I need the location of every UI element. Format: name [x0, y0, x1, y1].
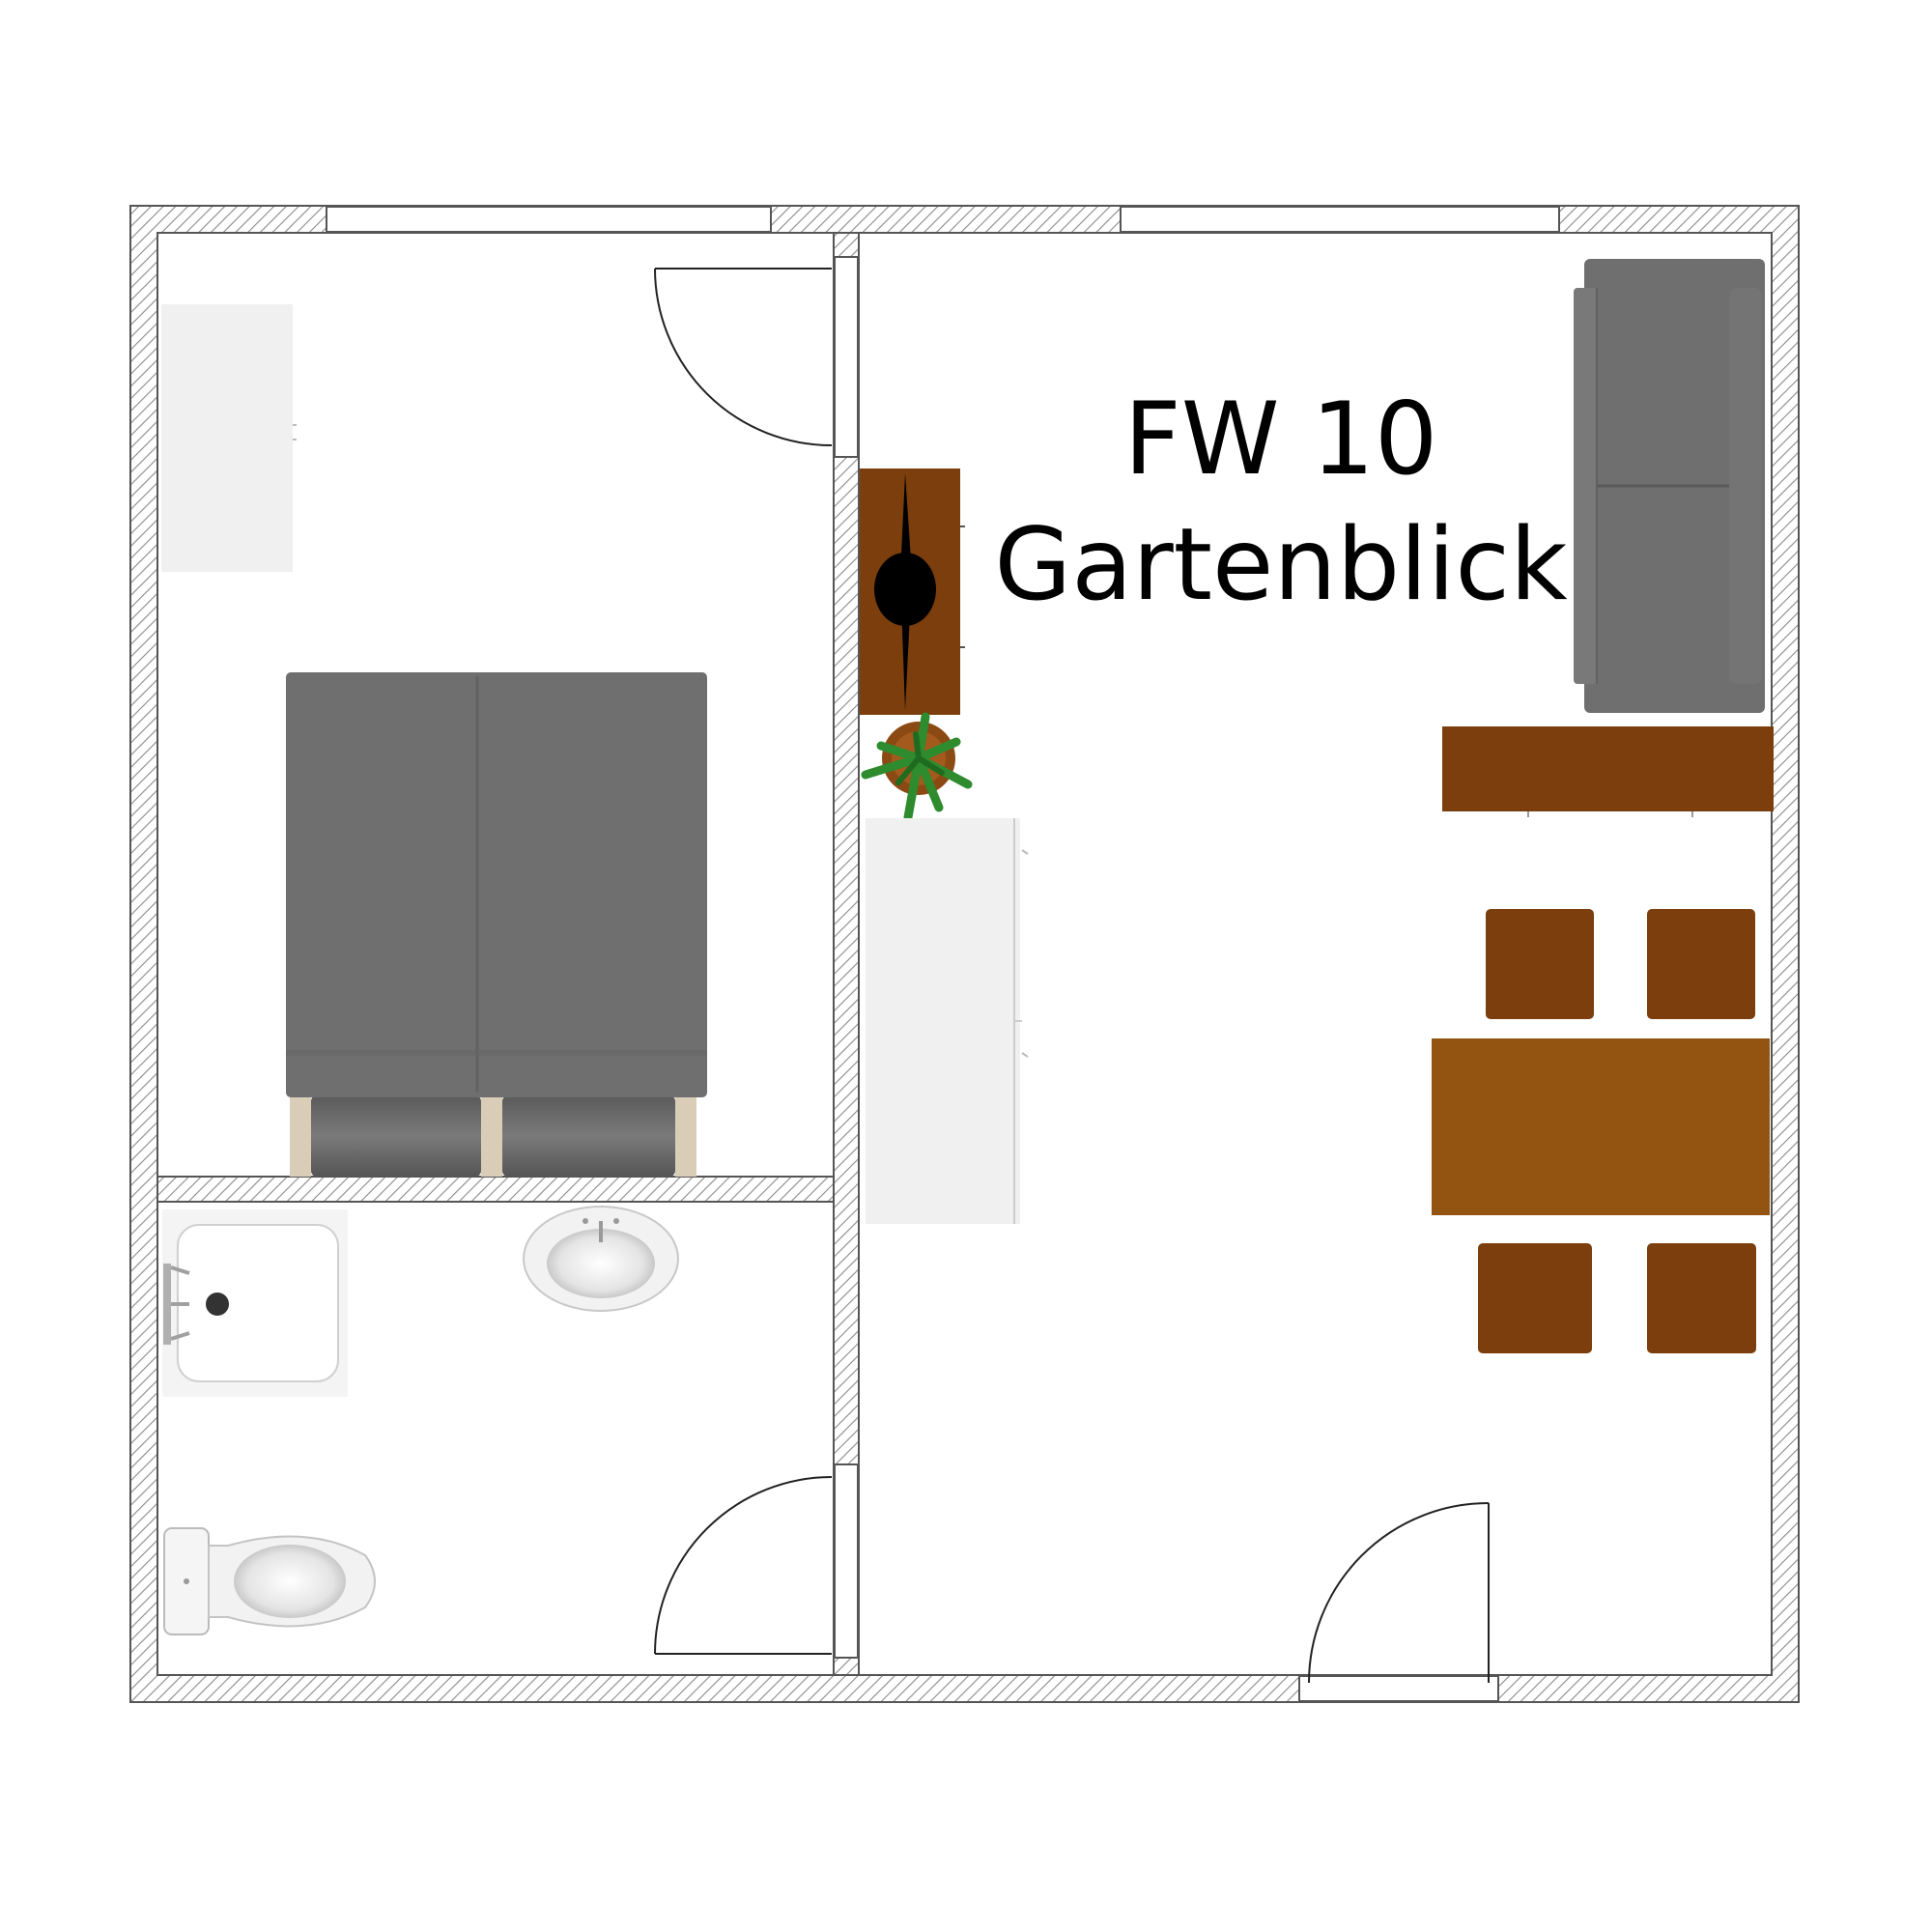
door-opening-entrance: [1298, 1675, 1499, 1702]
window-bedroom: [326, 206, 772, 233]
doors: [654, 268, 1490, 1684]
dining-chair: [1478, 1243, 1592, 1353]
walls: [129, 205, 1800, 1703]
shower-tray-icon: [162, 1209, 348, 1397]
dining-chair: [1486, 909, 1594, 1019]
partition-wall-horizontal: [156, 1176, 835, 1203]
bathroom: [162, 1206, 679, 1635]
kitchen-counter: [866, 818, 1029, 1224]
title-line-1: FW 10: [1124, 382, 1438, 497]
window-living: [1120, 206, 1560, 233]
partition-wall-vertical: [833, 232, 860, 1676]
sofa-icon: [1574, 259, 1765, 713]
door-opening-bedroom: [834, 256, 859, 458]
sideboard: [1442, 726, 1774, 811]
potted-plant-icon: [861, 712, 973, 822]
title-line-2: Gartenblick: [994, 507, 1568, 623]
bedroom: [161, 304, 707, 1177]
door-opening-bath: [834, 1463, 859, 1659]
door-swing-icon[interactable]: [1308, 1502, 1490, 1684]
dining-set: [1432, 909, 1770, 1353]
wardrobe: [161, 304, 293, 572]
tv-cabinet: [860, 469, 965, 715]
sink-icon: [523, 1206, 679, 1312]
toilet-icon: [163, 1527, 376, 1635]
door-swing-icon[interactable]: [654, 1476, 833, 1655]
double-bed-icon: [286, 672, 707, 1177]
dining-chair: [1647, 909, 1755, 1019]
living-area: FW 10 Gartenblick: [860, 259, 1774, 1353]
dining-table: [1432, 1038, 1770, 1215]
dining-chair: [1647, 1243, 1756, 1353]
door-swing-icon[interactable]: [654, 268, 833, 446]
